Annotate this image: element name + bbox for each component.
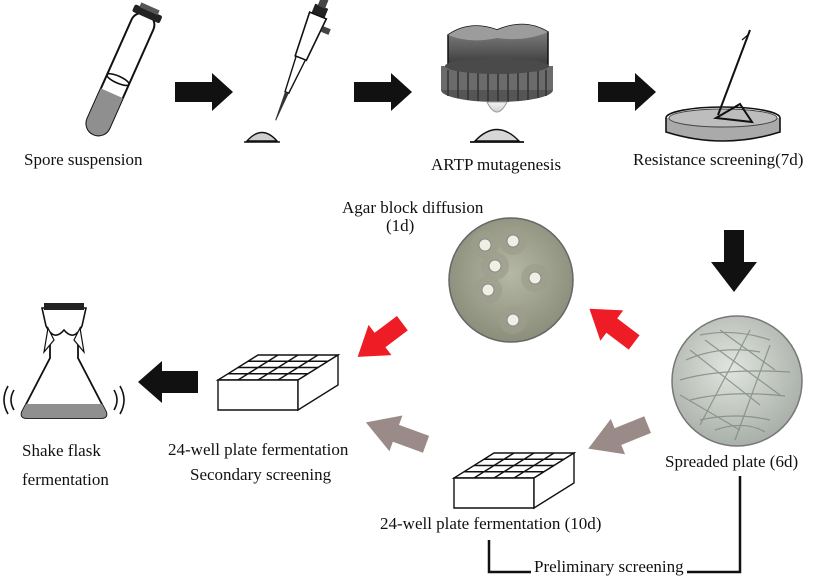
label-shake-flask: Shake flask: [22, 441, 101, 460]
label-agar-duration: (1d): [386, 216, 415, 235]
well-plate-left-icon: [215, 353, 341, 412]
spreaded-plate-icon: [671, 315, 803, 447]
gray-arrow-left: [365, 415, 430, 453]
label-resistance-screening: Resistance screening(7d): [633, 150, 804, 169]
label-secondary-screening: Secondary screening: [190, 465, 332, 484]
red-arrow-right: [589, 308, 640, 350]
red-arrow-left: [357, 315, 408, 357]
label-artp-mutagenesis: ARTP mutagenesis: [431, 155, 562, 174]
arrow-right-3: [598, 73, 656, 111]
shake-flask-icon: [3, 303, 125, 419]
arrow-left-flask: [138, 361, 198, 403]
artp-device-icon: [441, 23, 553, 143]
well-plate-bottom-icon: [451, 451, 577, 510]
label-agar-block-diffusion: Agar block diffusion: [342, 198, 484, 217]
label-spore-suspension: Spore suspension: [24, 150, 143, 169]
arrow-down: [711, 230, 757, 292]
test-tube-icon: [85, 2, 162, 137]
arrow-right-2: [354, 73, 412, 111]
label-fermentation: fermentation: [22, 470, 109, 489]
label-spreaded-plate: Spreaded plate (6d): [665, 452, 799, 471]
label-well-plate-bottom: 24-well plate fermentation (10d): [380, 514, 602, 533]
gray-arrow-right: [588, 416, 651, 455]
agar-plate-icon: [448, 217, 574, 343]
petri-dish-loop-icon: [665, 29, 781, 142]
label-preliminary-screening: Preliminary screening: [531, 557, 687, 577]
arrow-right-1: [175, 73, 233, 111]
label-well-plate-left: 24-well plate fermentation: [168, 440, 349, 459]
pipette-icon: [244, 0, 331, 143]
